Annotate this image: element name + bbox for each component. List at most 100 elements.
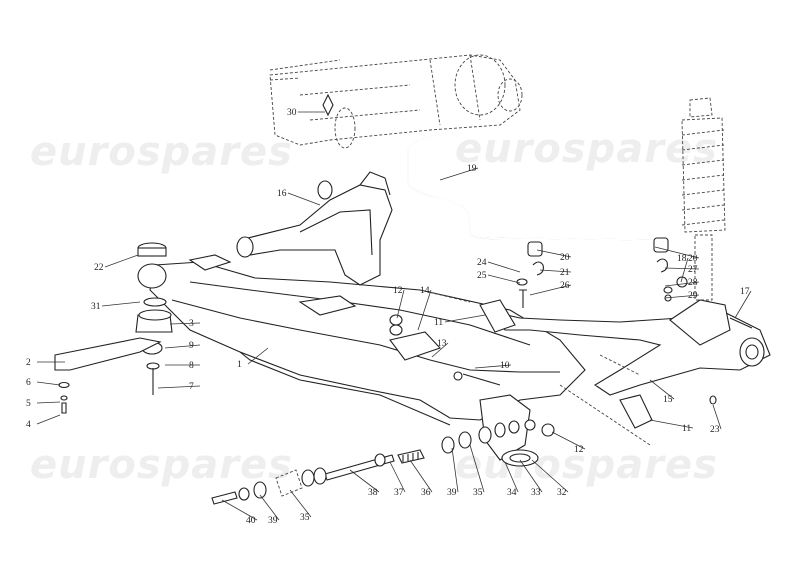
callout-label: 25 <box>477 271 487 281</box>
crossmember-frame <box>149 254 586 467</box>
callout-c4: 4 <box>26 414 61 430</box>
leader-line <box>649 379 675 400</box>
leader-line <box>551 431 586 450</box>
callout-label: 32 <box>557 488 567 498</box>
callout-c39b: 39 <box>259 494 280 526</box>
callout-c16: 16 <box>277 189 321 206</box>
callout-label: 17 <box>740 287 750 297</box>
callout-c35b: 35 <box>289 489 312 523</box>
leader-line <box>487 274 521 284</box>
leader-line <box>169 322 201 325</box>
callout-label: 23 <box>710 425 720 435</box>
leader-line <box>417 289 432 331</box>
callout-c17: 17 <box>734 287 752 319</box>
leader-line <box>287 192 321 206</box>
callout-label: 1 <box>237 360 242 370</box>
callout-label: 29 <box>688 291 698 301</box>
callout-label: 16 <box>277 189 287 199</box>
callout-c8: 8 <box>165 361 200 371</box>
callout-c20b: 20 <box>654 246 700 264</box>
callout-label: 15 <box>663 395 673 405</box>
callout-c35a: 35 <box>469 444 485 498</box>
callout-label: 13 <box>437 339 447 349</box>
callout-label: 38 <box>368 488 378 498</box>
callout-label: 24 <box>477 258 487 268</box>
callout-label: 6 <box>26 378 31 388</box>
leader-line <box>259 494 280 521</box>
watermark-top-left: eurospares <box>30 129 293 175</box>
callout-label: 18 <box>677 254 687 264</box>
callout-c18: 18 <box>677 254 689 283</box>
callout-c15: 15 <box>649 379 675 405</box>
callout-c23: 23 <box>710 404 722 435</box>
callout-label: 39 <box>268 516 278 526</box>
watermark-top-right: eurospares <box>455 126 718 172</box>
callout-c38: 38 <box>349 469 380 498</box>
leader-line <box>529 284 572 296</box>
leader-line <box>504 461 519 493</box>
callout-c5: 5 <box>26 399 61 409</box>
callout-label: 36 <box>421 488 431 498</box>
leader-line <box>349 469 380 493</box>
leader-line <box>649 419 694 429</box>
callout-label: 35 <box>300 513 310 523</box>
callout-label: 11 <box>434 318 443 328</box>
leader-line <box>664 294 700 299</box>
leader-line <box>36 414 61 425</box>
callout-c10: 10 <box>474 361 512 371</box>
callout-c1: 1 <box>237 347 269 370</box>
leader-line <box>36 401 61 404</box>
leader-line <box>389 461 406 493</box>
coil-spring-damper <box>681 97 726 301</box>
callout-label: 31 <box>91 302 101 312</box>
leader-line <box>664 267 700 270</box>
callout-label: 22 <box>94 263 104 273</box>
leader-line <box>487 261 521 273</box>
callout-c37: 37 <box>389 461 406 498</box>
callout-label: 2 <box>26 358 31 368</box>
leader-line <box>247 347 269 365</box>
leader-line <box>734 290 752 319</box>
misc-bushings <box>389 276 753 446</box>
leader-line <box>36 381 61 386</box>
differential-ghost <box>269 54 523 149</box>
callout-label: 30 <box>287 108 297 118</box>
leader-line <box>539 269 572 273</box>
leader-line <box>101 301 141 307</box>
callout-c30: 30 <box>287 108 325 118</box>
leader-line <box>531 459 569 493</box>
callout-c31: 31 <box>91 301 141 312</box>
callout-label: 9 <box>189 341 194 351</box>
leader-line <box>469 444 485 493</box>
callout-c21: 21 <box>539 268 572 278</box>
callout-label: 27 <box>688 265 698 275</box>
callout-label: 4 <box>26 420 31 430</box>
callout-c14: 14 <box>417 286 432 331</box>
callout-c22: 22 <box>94 254 139 273</box>
engine-mount-stack <box>54 242 173 414</box>
callout-label: 34 <box>507 488 517 498</box>
callout-c13: 13 <box>431 339 449 358</box>
leader-line <box>451 447 459 493</box>
leader-line <box>536 249 572 258</box>
leader-line <box>104 254 139 268</box>
callout-label: 33 <box>531 488 541 498</box>
leader-line <box>519 459 543 493</box>
leader-line <box>409 459 433 493</box>
callout-label: 28 <box>688 278 698 288</box>
callout-c12b: 12 <box>551 431 586 455</box>
callout-label: 26 <box>560 281 570 291</box>
callout-label: 40 <box>246 516 256 526</box>
leader-line <box>680 257 689 283</box>
anti-roll-bar <box>407 134 669 276</box>
leader-line <box>444 314 486 323</box>
callout-c36: 36 <box>409 459 433 498</box>
callout-c33: 33 <box>519 459 543 498</box>
leader-line <box>396 289 405 319</box>
callout-label: 10 <box>500 361 510 371</box>
callout-label: 5 <box>26 399 31 409</box>
leader-line <box>712 404 722 430</box>
callout-c9: 9 <box>164 341 201 351</box>
